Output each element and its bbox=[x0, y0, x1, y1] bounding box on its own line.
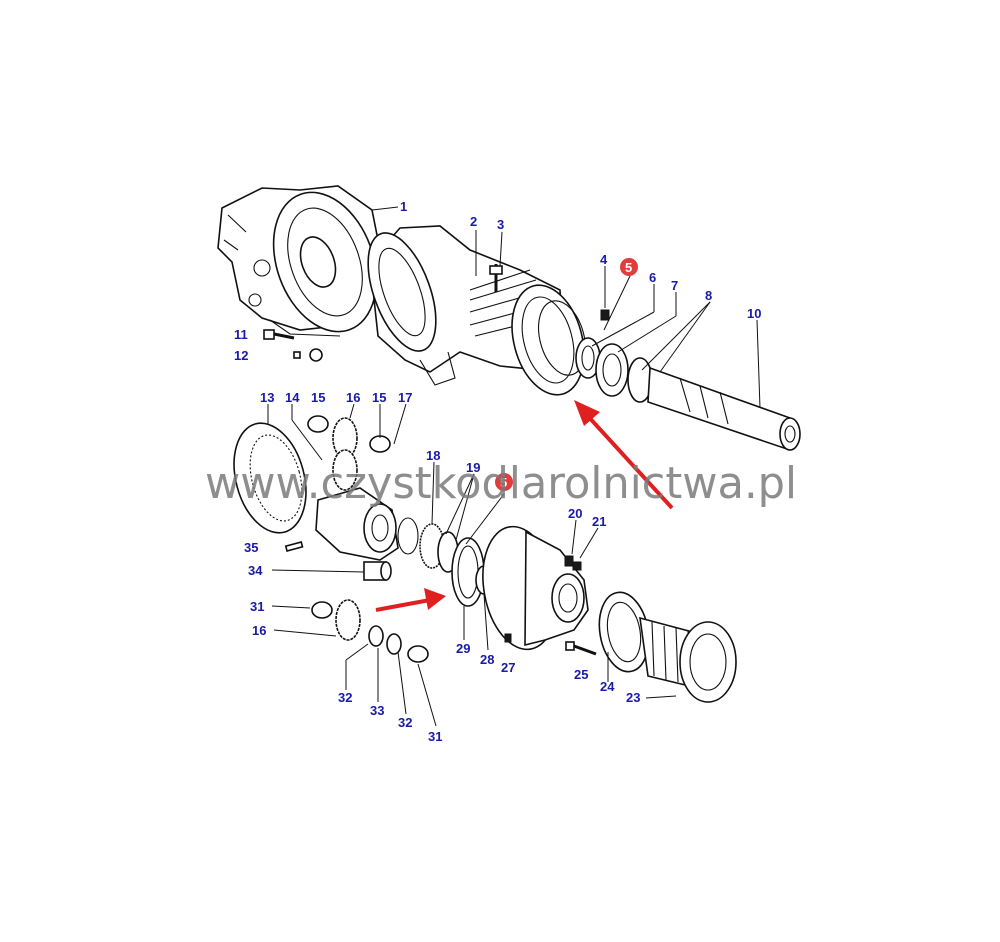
highlight-marker bbox=[495, 473, 513, 491]
callout-31b: 31 bbox=[428, 729, 442, 744]
callout-19: 19 bbox=[466, 460, 480, 475]
callout-7: 7 bbox=[671, 278, 678, 293]
callout-32a: 32 bbox=[338, 690, 352, 705]
bolt-11 bbox=[263, 329, 295, 340]
callout-32b: 32 bbox=[398, 715, 412, 730]
callout-18: 18 bbox=[426, 448, 440, 463]
highlight-marker bbox=[620, 258, 638, 276]
leader-lines bbox=[267, 206, 761, 727]
callout-5-upper: 5 bbox=[625, 260, 632, 275]
arrow-upper-shaft bbox=[584, 412, 674, 510]
hub-flange bbox=[511, 284, 585, 396]
callout-15b: 15 bbox=[372, 390, 386, 405]
axle-shaft bbox=[647, 366, 801, 451]
planetary-group bbox=[233, 415, 737, 703]
callout-16a: 16 bbox=[346, 390, 360, 405]
callout-2: 2 bbox=[470, 214, 477, 229]
watermark: www.czystkodlarolnictwa.pl bbox=[205, 458, 797, 509]
callout-16b: 16 bbox=[252, 623, 266, 638]
axle-housing-group bbox=[217, 185, 801, 451]
thrust-washer bbox=[307, 415, 329, 433]
callout-12: 12 bbox=[234, 348, 248, 363]
callout-33: 33 bbox=[370, 703, 384, 718]
needle-bearing bbox=[368, 625, 384, 647]
planet-pin bbox=[363, 561, 392, 581]
callout-21: 21 bbox=[592, 514, 606, 529]
callout-35: 35 bbox=[244, 540, 258, 555]
pinion-gear bbox=[335, 599, 361, 641]
callout-10: 10 bbox=[747, 306, 761, 321]
red-arrows bbox=[375, 400, 674, 612]
callout-5-lower: 5 bbox=[500, 475, 507, 490]
callout-23: 23 bbox=[626, 690, 640, 705]
callout-17: 17 bbox=[398, 390, 412, 405]
gasket-ring bbox=[538, 300, 586, 376]
callout-3: 3 bbox=[497, 217, 504, 232]
roll-pin bbox=[284, 541, 304, 552]
washer-31b bbox=[407, 645, 429, 663]
callout-8: 8 bbox=[705, 288, 712, 303]
callout-1: 1 bbox=[400, 199, 407, 214]
callout-15a: 15 bbox=[311, 390, 325, 405]
callout-27: 27 bbox=[501, 660, 515, 675]
bearing-ring bbox=[595, 343, 629, 397]
wheel-hub-housing bbox=[482, 525, 589, 651]
callout-34: 34 bbox=[248, 563, 263, 578]
snap-ring bbox=[397, 517, 419, 555]
callout-4: 4 bbox=[600, 252, 608, 267]
ring-gear bbox=[233, 422, 307, 534]
callout-29: 29 bbox=[456, 641, 470, 656]
stud bbox=[600, 309, 610, 321]
callout-labels: 1 2 3 4 5 6 7 8 10 11 12 13 14 15 16 15 … bbox=[234, 199, 761, 744]
output-flange bbox=[639, 616, 737, 703]
bolt-25 bbox=[565, 641, 597, 656]
drain-plug bbox=[504, 633, 512, 643]
nut-12 bbox=[293, 348, 323, 362]
callout-25: 25 bbox=[574, 667, 588, 682]
arrow-head-upper bbox=[574, 400, 600, 426]
callout-13: 13 bbox=[260, 390, 274, 405]
arrow-head-lower bbox=[424, 588, 446, 610]
callout-24: 24 bbox=[600, 679, 615, 694]
hub-stud bbox=[564, 555, 574, 567]
long-bolt bbox=[489, 264, 503, 292]
arrow-lower-hub bbox=[375, 598, 431, 612]
callout-14: 14 bbox=[285, 390, 300, 405]
callout-6: 6 bbox=[649, 270, 656, 285]
callout-11: 11 bbox=[234, 327, 248, 342]
callout-28: 28 bbox=[480, 652, 494, 667]
callout-20: 20 bbox=[568, 506, 582, 521]
washer-31a bbox=[311, 601, 333, 619]
callout-31a: 31 bbox=[250, 599, 264, 614]
